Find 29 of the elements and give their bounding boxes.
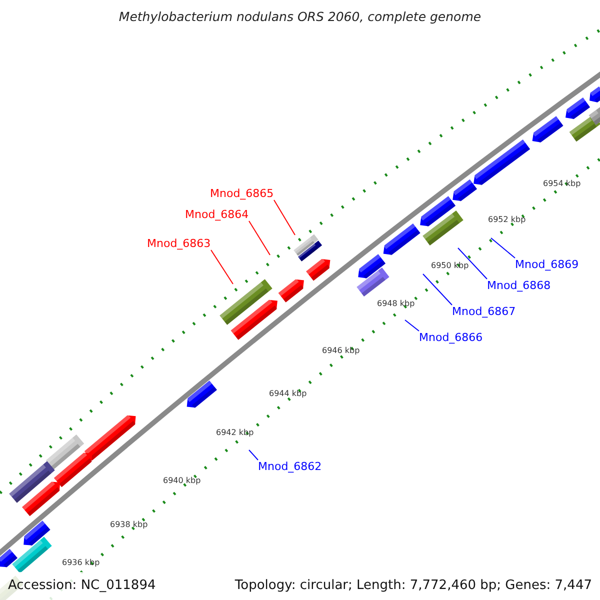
gene-label: Mnod_6866 xyxy=(419,331,483,344)
leader-line xyxy=(274,200,296,236)
leader-line xyxy=(248,450,258,460)
gene-label: Mnod_6863 xyxy=(147,237,211,250)
scale-label: 6950 kbp xyxy=(431,261,469,271)
accession-text: Accession: NC_011894 xyxy=(8,578,156,594)
leader-line xyxy=(210,250,234,284)
gene-label: Mnod_6868 xyxy=(487,279,551,292)
scale-label: 6954 kbp xyxy=(543,179,581,189)
leader-line xyxy=(248,220,270,256)
gene-label: Mnod_6867 xyxy=(452,305,516,318)
scale-label: 6946 kbp xyxy=(322,346,360,356)
leader-line xyxy=(490,238,516,258)
gene-label: Mnod_6862 xyxy=(258,460,322,473)
scale-label: 6948 kbp xyxy=(377,299,415,309)
leader-line xyxy=(404,320,420,332)
leader-line xyxy=(458,248,488,280)
title: Methylobacterium nodulans ORS 2060, complete genome xyxy=(118,9,482,24)
gene-label: Mnod_6869 xyxy=(515,258,579,271)
scale-label: 6940 kbp xyxy=(163,476,201,486)
gene-label: Mnod_6865 xyxy=(210,187,274,200)
scale-label: 6952 kbp xyxy=(488,215,526,225)
gene-label: Mnod_6864 xyxy=(185,208,249,221)
genome-info-text: Topology: circular; Length: 7,772,460 bp; Genes: 7,447 xyxy=(234,578,592,594)
scale-label: 6944 kbp xyxy=(269,389,307,399)
scale-label: 6938 kbp xyxy=(110,520,148,530)
scale-label: 6942 kbp xyxy=(216,428,254,438)
leader-line xyxy=(422,274,452,306)
scale-label: 6936 kbp xyxy=(62,558,100,568)
